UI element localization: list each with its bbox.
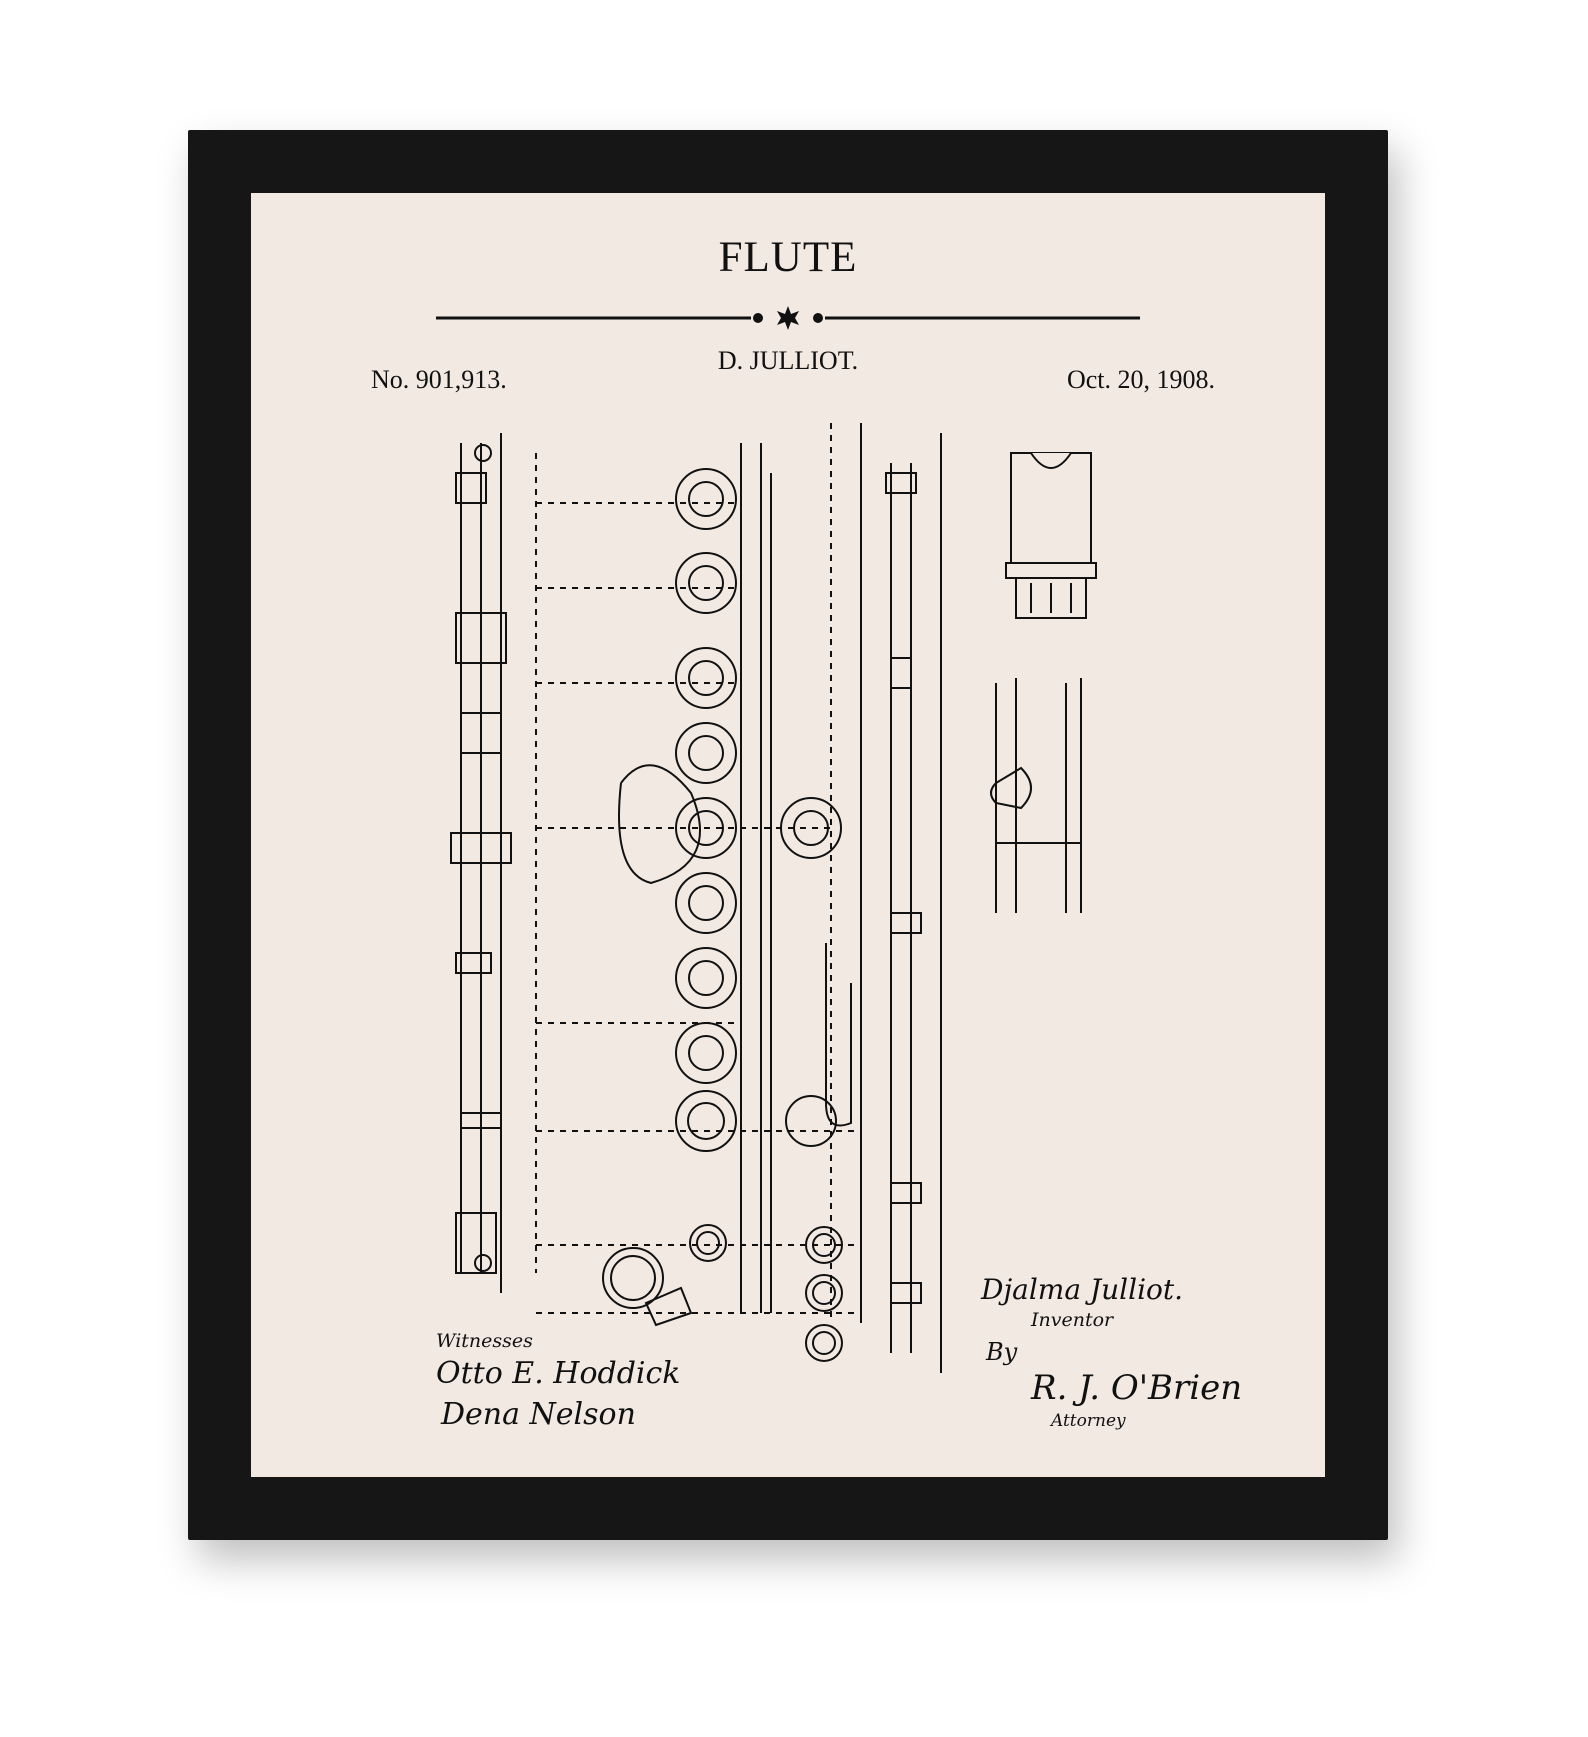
inventor-role-label: Inventor <box>1031 1309 1114 1331</box>
by-label: By <box>986 1338 1018 1366</box>
patent-date: Oct. 20, 1908. <box>1066 365 1215 394</box>
inventor-signature: Djalma Julliot. <box>981 1273 1184 1306</box>
fig-3-tube <box>885 433 942 1373</box>
poster-title: FLUTE <box>718 234 858 281</box>
fig-6-ring <box>602 1247 693 1327</box>
fig-5-joint <box>1005 452 1097 619</box>
fig-4-section <box>990 678 1082 913</box>
witnesses-label: Witnesses <box>436 1330 533 1352</box>
witness-signature-2: Dena Nelson <box>441 1397 636 1432</box>
patent-number: No. 901,913. <box>371 365 507 394</box>
flute-patent-drawing <box>450 423 1097 1373</box>
fig-2-side-view <box>450 433 512 1293</box>
patent-print: FLUTE No. 901,913. D. JULLIOT. Oct. 20, … <box>251 193 1325 1477</box>
witness-signature-1: Otto E. Hoddick <box>436 1356 681 1391</box>
ornamental-divider <box>436 306 1140 330</box>
inventor-name: D. JULLIOT. <box>717 346 859 375</box>
picture-frame: FLUTE No. 901,913. D. JULLIOT. Oct. 20, … <box>188 130 1388 1540</box>
attorney-role-label: Attorney <box>1051 1411 1126 1431</box>
fig-1-flute-body <box>535 423 862 1362</box>
attorney-signature: R. J. O'Brien <box>1031 1368 1243 1408</box>
